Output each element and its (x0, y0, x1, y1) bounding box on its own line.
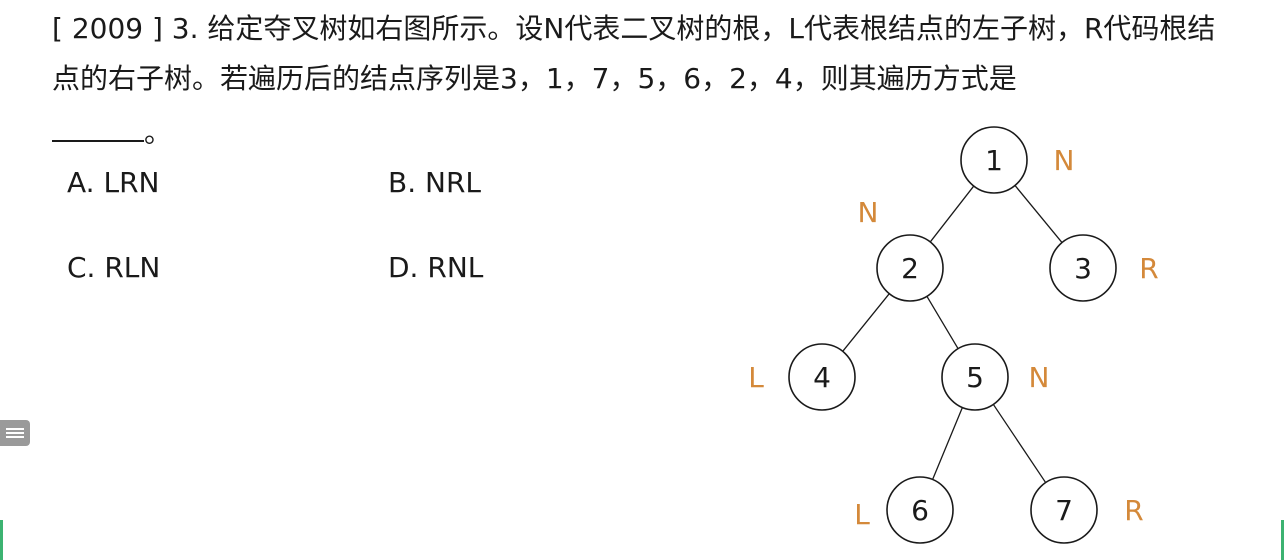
option-d[interactable]: D. RNL (388, 251, 484, 284)
tree-node-label-2: 2 (901, 252, 919, 285)
blank-line (52, 112, 144, 142)
tree-role-label-5: N (1029, 361, 1050, 394)
outline-toggle-button[interactable] (0, 420, 30, 446)
tree-role-label-4: L (748, 361, 764, 394)
tree-edge-2-5 (926, 296, 959, 349)
blank-suffix: 。 (144, 116, 173, 149)
tree-node-3 (1049, 234, 1117, 302)
tree-edge-1-2 (929, 185, 975, 243)
left-edge-indicator (0, 520, 3, 560)
option-c[interactable]: C. RLN (67, 251, 161, 284)
option-a[interactable]: A. LRN (67, 166, 160, 199)
list-icon-line (6, 436, 24, 438)
tree-node-label-1: 1 (985, 144, 1003, 177)
list-icon (6, 428, 24, 430)
tree-edge-2-4 (842, 293, 890, 352)
tree-edge-5-7 (992, 404, 1047, 483)
tree-role-label-3: R (1139, 252, 1158, 285)
tree-edge-1-3 (1014, 185, 1063, 243)
tree-role-label-7: R (1124, 494, 1143, 527)
option-b[interactable]: B. NRL (388, 166, 482, 199)
tree-node-label-5: 5 (966, 361, 984, 394)
right-edge-indicator (1281, 520, 1284, 560)
tree-node-4 (788, 343, 856, 411)
list-icon-line (6, 432, 24, 434)
tree-role-label-2: N (858, 196, 879, 229)
tree-node-6 (886, 476, 954, 544)
tree-node-label-7: 7 (1055, 494, 1073, 527)
tree-node-label-6: 6 (911, 494, 929, 527)
tree-node-label-3: 3 (1074, 252, 1092, 285)
question-text: [ 2009 ] 3. 给定夺叉树如右图所示。设N代表二叉树的根，L代表根结点的… (52, 12, 1216, 95)
tree-role-label-6: L (854, 498, 870, 531)
tree-node-5 (941, 343, 1009, 411)
tree-node-label-4: 4 (813, 361, 831, 394)
tree-role-label-1: N (1054, 144, 1075, 177)
tree-node-1 (960, 126, 1028, 194)
tree-node-7 (1030, 476, 1098, 544)
tree-node-2 (876, 234, 944, 302)
tree-edge-5-6 (932, 407, 963, 480)
answer-blank: 。 (52, 108, 172, 158)
